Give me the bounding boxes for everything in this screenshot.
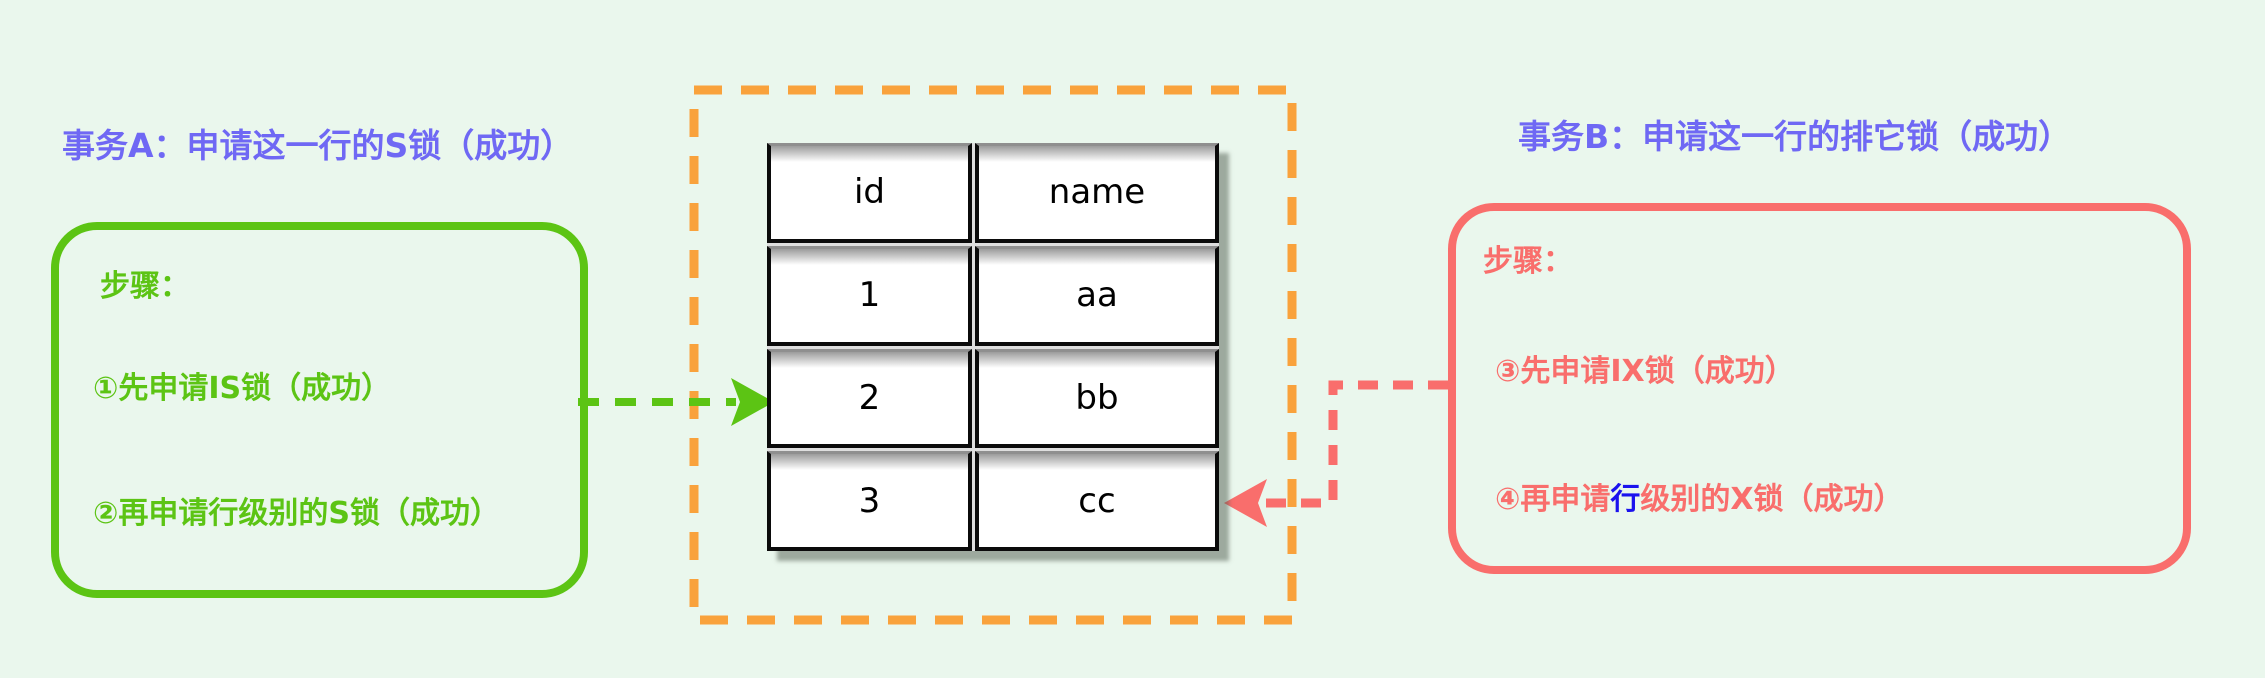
transaction-a-panel: 步骤： ①先申请IS锁（成功） ②再申请行级别的S锁（成功） (51, 222, 588, 598)
step-4-row-highlight: 行 (1610, 482, 1641, 517)
transaction-b-arrow-line (1264, 380, 1448, 508)
transaction-b-step-3: ③先申请IX锁（成功） (1495, 354, 1795, 389)
transaction-b-title: 事务B：申请这一行的排它锁（成功） (1518, 117, 2072, 156)
transaction-b-panel: 步骤： ③先申请IX锁（成功） ④再申请行级别的X锁（成功） (1448, 203, 2191, 574)
transaction-a-step-1: ①先申请IS锁（成功） (93, 371, 392, 406)
transaction-b-step-4: ④再申请行级别的X锁（成功） (1495, 482, 1904, 518)
transaction-b-steps-label: 步骤： (1483, 244, 1573, 279)
transaction-a-step-2: ②再申请行级别的S锁（成功） (93, 496, 501, 531)
locked-rows-table: id name 1 aa 2 bb 3 cc (767, 143, 1219, 551)
transaction-b-arrowhead-icon (1224, 479, 1267, 527)
transaction-a-title: 事务A：申请这一行的S锁（成功） (62, 126, 574, 165)
table-cell-row1-id: 1 (767, 245, 972, 346)
step-4-prefix: ④再申请 (1495, 482, 1611, 517)
step-4-suffix: 级别的X锁（成功） (1640, 482, 1904, 517)
table-header-name: name (975, 143, 1219, 243)
table-cell-row3-name: cc (975, 451, 1219, 551)
table-cell-row2-name: bb (975, 348, 1219, 449)
table-cell-row1-name: aa (975, 245, 1219, 346)
table-cell-row3-id: 3 (767, 451, 972, 551)
table-cell-row2-id: 2 (767, 348, 972, 449)
table-header-id: id (767, 143, 972, 243)
transaction-a-steps-label: 步骤： (100, 269, 190, 304)
